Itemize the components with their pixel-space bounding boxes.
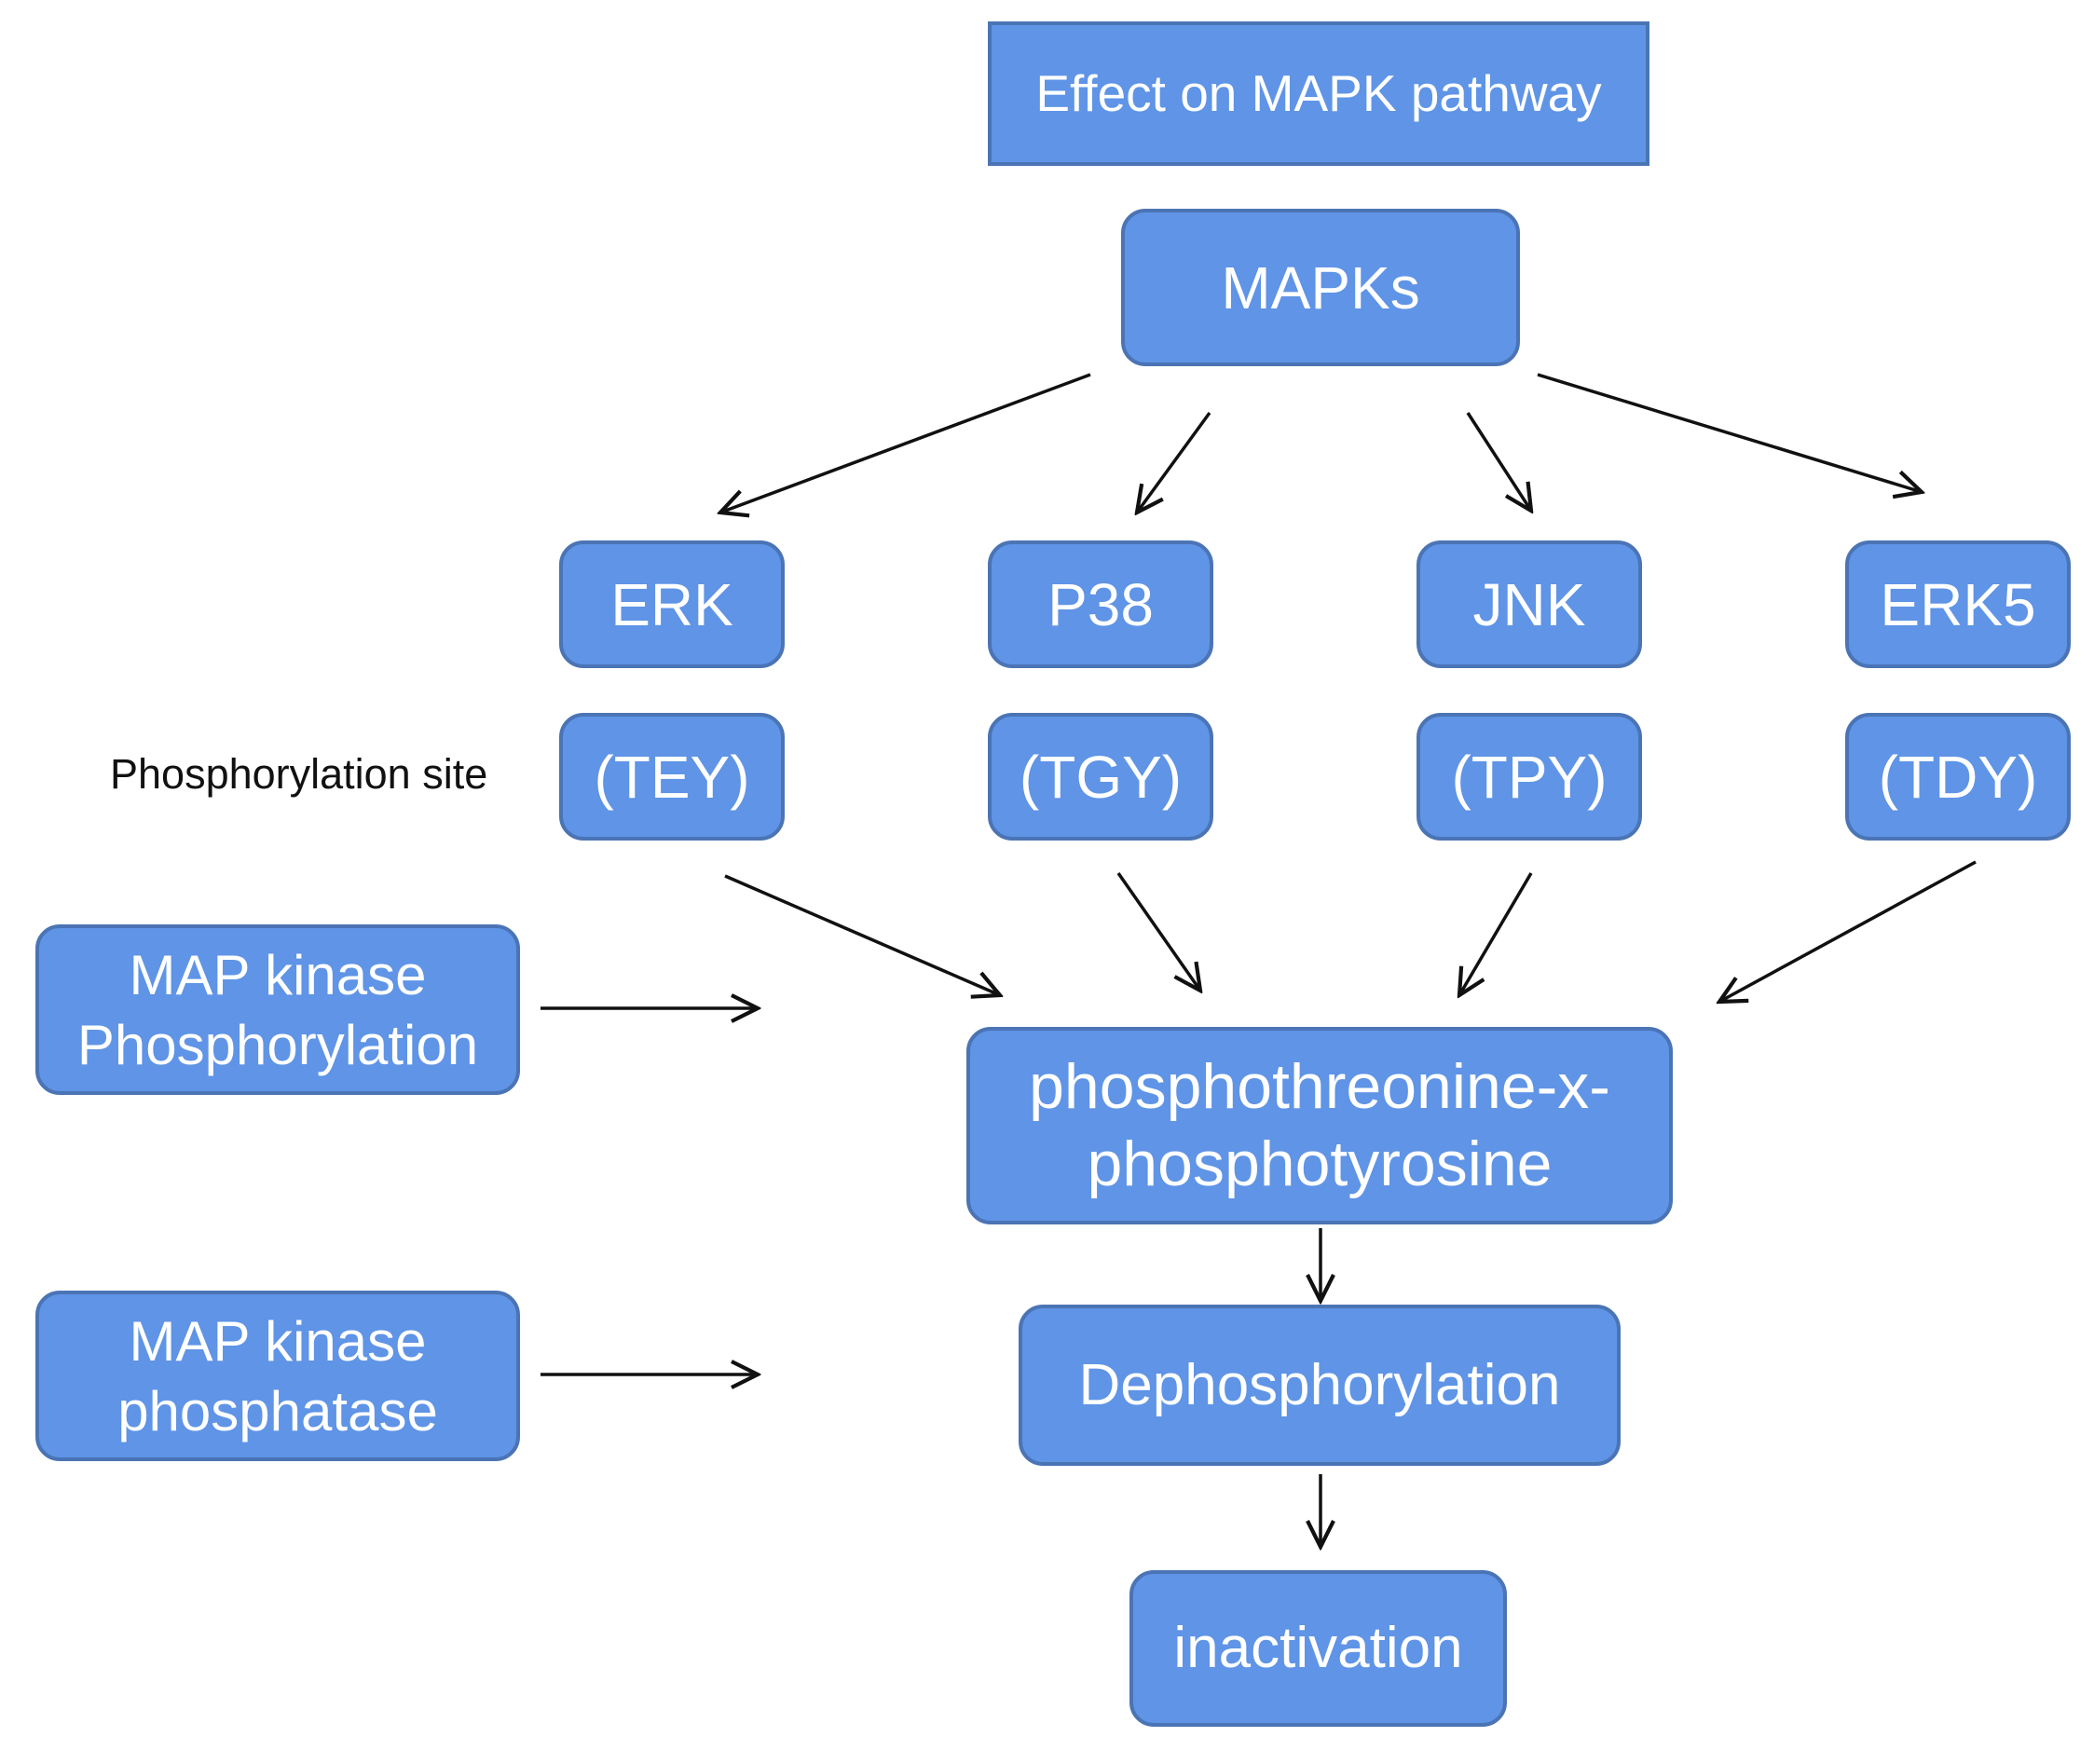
- erk5-node: ERK5: [1845, 540, 2071, 668]
- arrow-mapks-to-erk5: [1537, 373, 1922, 492]
- jnk-node: JNK: [1417, 540, 1642, 668]
- tdy-site-node: (TDY): [1845, 713, 2071, 841]
- arrow-tey-to-core: [724, 874, 1000, 995]
- arrow-tdy-to-core: [1719, 860, 1977, 1002]
- arrow-tpy-to-core: [1459, 872, 1533, 995]
- inactivation-node: inactivation: [1129, 1570, 1507, 1727]
- tgy-site-node: (TGY): [988, 713, 1213, 841]
- jnk-label: JNK: [1472, 570, 1586, 638]
- tdy-site-label: (TDY): [1878, 743, 2038, 811]
- erk-label: ERK: [610, 570, 733, 638]
- arrow-mapks-to-jnk: [1466, 412, 1531, 511]
- kinase-phosphorylation-label: MAP kinase Phosphorylation: [76, 943, 479, 1076]
- mapks-node: MAPKs: [1121, 209, 1520, 366]
- arrow-tgy-to-core: [1116, 871, 1200, 991]
- p38-node: P38: [988, 540, 1213, 668]
- tpy-site-label: (TPY): [1451, 743, 1608, 811]
- phosphorylation-site-label: Phosphorylation site: [110, 750, 488, 798]
- phosphothreonine-label: phosphothreonine-x- phosphotyrosine: [1029, 1051, 1610, 1199]
- dephosphorylation-node: Dephosphorylation: [1019, 1305, 1621, 1466]
- kinase-phosphorylation-node: MAP kinase Phosphorylation: [35, 924, 520, 1095]
- arrow-mapks-to-p38: [1137, 411, 1211, 513]
- tpy-site-node: (TPY): [1417, 713, 1642, 841]
- p38-label: P38: [1047, 570, 1154, 638]
- erk5-label: ERK5: [1880, 570, 2036, 638]
- phosphothreonine-node: phosphothreonine-x- phosphotyrosine: [966, 1027, 1673, 1224]
- kinase-phosphatase-node: MAP kinase phosphatase: [35, 1291, 520, 1461]
- dephosphorylation-label: Dephosphorylation: [1078, 1352, 1561, 1417]
- erk-node: ERK: [559, 540, 785, 668]
- mapks-label: MAPKs: [1221, 253, 1420, 321]
- inactivation-label: inactivation: [1173, 1616, 1463, 1681]
- tgy-site-label: (TGY): [1019, 743, 1183, 811]
- arrow-mapks-to-erk: [720, 373, 1091, 513]
- pathway-title: Effect on MAPK pathway: [1035, 64, 1602, 123]
- pathway-title-box: Effect on MAPK pathway: [988, 21, 1649, 166]
- tey-site-node: (TEY): [559, 713, 785, 841]
- tey-site-label: (TEY): [594, 743, 750, 811]
- kinase-phosphatase-label: MAP kinase phosphatase: [117, 1309, 438, 1443]
